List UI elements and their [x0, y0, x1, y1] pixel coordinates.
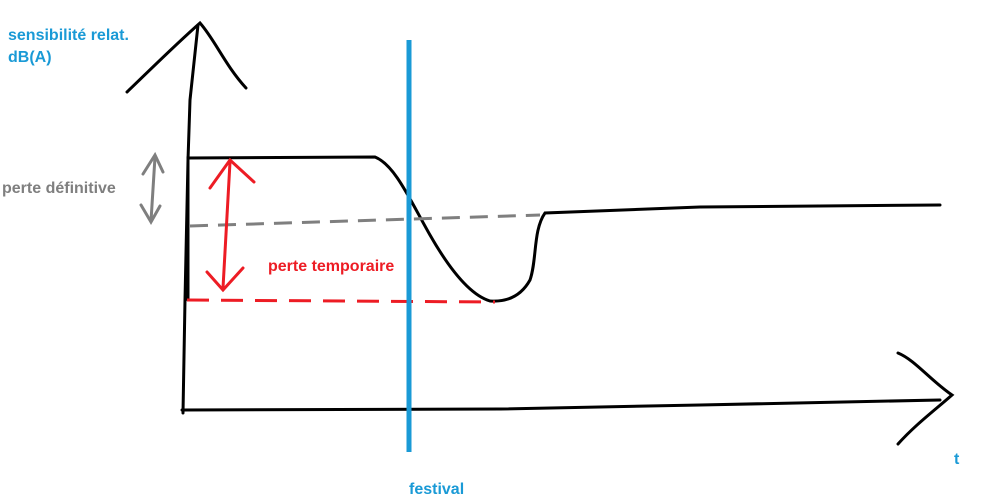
- permanent-loss-double-arrow: [139, 151, 165, 226]
- x-axis-line: [180, 398, 942, 412]
- sensitivity-curve: [186, 155, 942, 303]
- temporary-loss-label: perte temporaire: [268, 258, 395, 275]
- y-axis-line: [181, 23, 200, 415]
- permanent-loss-dashed-line: [189, 213, 541, 228]
- y-axis-label-line2: dB(A): [8, 49, 52, 66]
- y-axis-arrowhead: [125, 20, 248, 94]
- y-axis-label-line1: sensibilité relat.: [8, 27, 129, 44]
- x-axis-arrowhead: [896, 351, 955, 446]
- x-axis-label: t: [954, 451, 960, 468]
- festival-label: festival: [409, 481, 465, 498]
- temporary-loss-dashed-line: [186, 298, 496, 304]
- temporary-loss-double-arrow: [205, 157, 256, 293]
- permanent-loss-label: perte définitive: [2, 180, 116, 197]
